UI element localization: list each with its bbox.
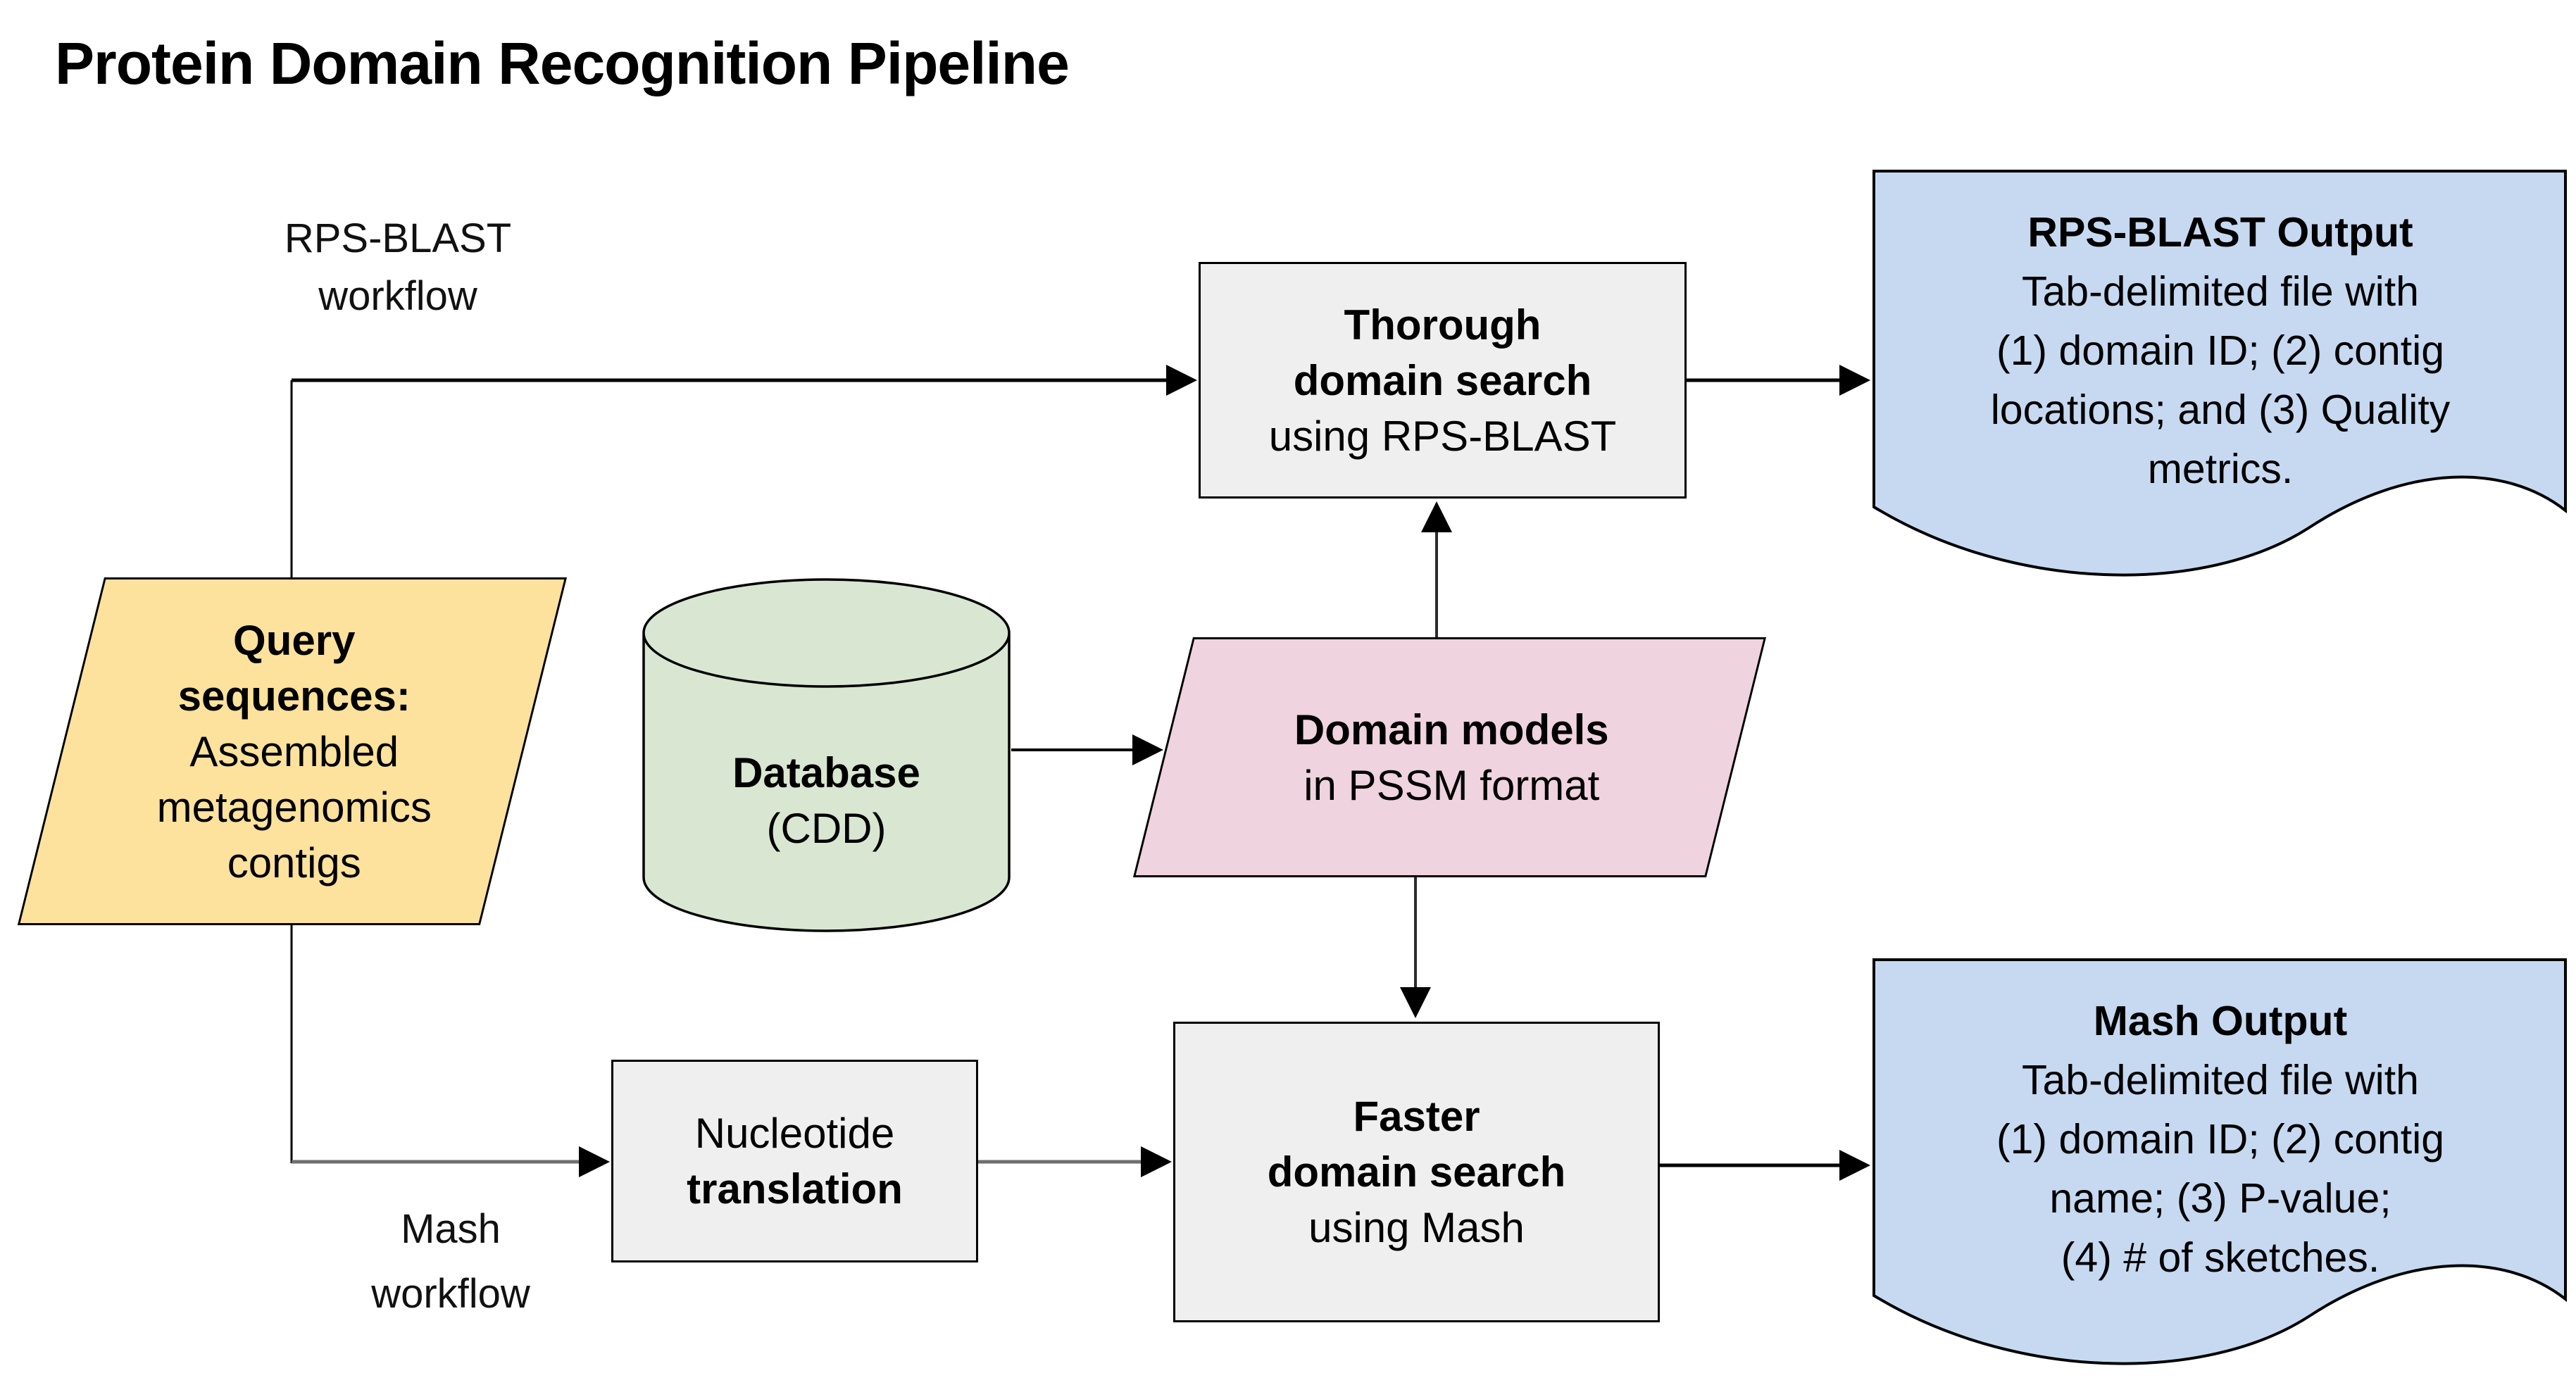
arrowhead-up-into-thorough [1421, 501, 1452, 532]
query-line1: Query [233, 616, 356, 664]
mash-output-body-line1: Tab-delimited file with [2021, 1057, 2419, 1103]
mash-output-text: Mash Output Tab-delimited file with (1) … [1886, 991, 2555, 1287]
database-cylinder-shape [642, 578, 1011, 932]
nucleotide-line1: Nucleotide [694, 1110, 895, 1157]
database-line2: (CDD) [766, 805, 887, 852]
query-line2: sequences: [177, 672, 411, 720]
rps-output-text: RPS-BLAST Output Tab-delimited file with… [1886, 203, 2555, 499]
mash-output-document-shape [1872, 958, 2567, 1365]
mash-workflow-label: Mash workflow [310, 1197, 592, 1327]
rps-output-body-line4: metrics. [2147, 446, 2294, 492]
arrowhead-down-into-faster [1400, 987, 1431, 1018]
faster-line1: Faster [1353, 1093, 1480, 1140]
arrowhead-into-nucleotide [579, 1146, 610, 1177]
mash-output-body-line4: (4) # of sketches. [2061, 1234, 2380, 1281]
nucleotide-line2: translation [687, 1165, 903, 1212]
domain-models-shape: Domain models in PSSM format [1132, 637, 1766, 877]
rps-output-body-line3: locations; and (3) Quality [1990, 387, 2451, 433]
faster-line2: domain search [1267, 1148, 1566, 1196]
thorough-line1: Thorough [1344, 301, 1542, 349]
mash-output-title: Mash Output [2093, 998, 2348, 1044]
query-line4: metagenomics [156, 783, 432, 831]
page-title: Protein Domain Recognition Pipeline [55, 30, 1070, 96]
query-line5: contigs [227, 839, 361, 886]
mash-output-document-path [1872, 958, 2567, 1365]
rps-workflow-label: RPS-BLAST workflow [261, 210, 535, 325]
mash-output-body-line3: name; (3) P-value; [2049, 1175, 2391, 1222]
mash-workflow-label-line1: Mash [401, 1206, 501, 1252]
rps-output-body-line1: Tab-delimited file with [2021, 268, 2419, 315]
database-line1: Database [732, 749, 920, 796]
database-label: Database (CDD) [642, 745, 1011, 856]
mash-workflow-label-line2: workflow [371, 1271, 530, 1317]
thorough-line3: using RPS-BLAST [1268, 412, 1617, 460]
rps-workflow-label-line2: workflow [318, 273, 477, 319]
arrowhead-into-faster [1141, 1146, 1172, 1177]
rps-output-document-path [1872, 170, 2567, 577]
arrowhead-into-rps-output [1839, 365, 1870, 396]
thorough-line2: domain search [1293, 356, 1592, 404]
query-line3: Assembled [189, 727, 399, 775]
arrowhead-into-domain-models [1132, 734, 1163, 765]
rps-output-document-shape [1872, 170, 2567, 577]
rps-workflow-label-line1: RPS-BLAST [284, 215, 512, 261]
domain-models-line2: in PSSM format [1303, 761, 1600, 809]
faster-domain-search-box: Faster domain search using Mash [1173, 1022, 1660, 1322]
rps-output-body-line2: (1) domain ID; (2) contig [1996, 327, 2445, 374]
rps-output-title: RPS-BLAST Output [2027, 209, 2413, 256]
mash-output-body-line2: (1) domain ID; (2) contig [1996, 1116, 2445, 1162]
query-sequences-shape: Query sequences: Assembled metagenomics … [17, 577, 567, 925]
arrowhead-into-thorough [1166, 365, 1197, 396]
domain-models-line1: Domain models [1294, 706, 1609, 753]
nucleotide-translation-box: Nucleotide translation [611, 1060, 978, 1262]
thorough-domain-search-box: Thorough domain search using RPS-BLAST [1199, 262, 1687, 499]
database-cylinder-body [642, 634, 1011, 932]
faster-line3: using Mash [1308, 1204, 1525, 1251]
database-cylinder-top [642, 578, 1011, 688]
arrowhead-into-mash-output [1839, 1150, 1870, 1181]
